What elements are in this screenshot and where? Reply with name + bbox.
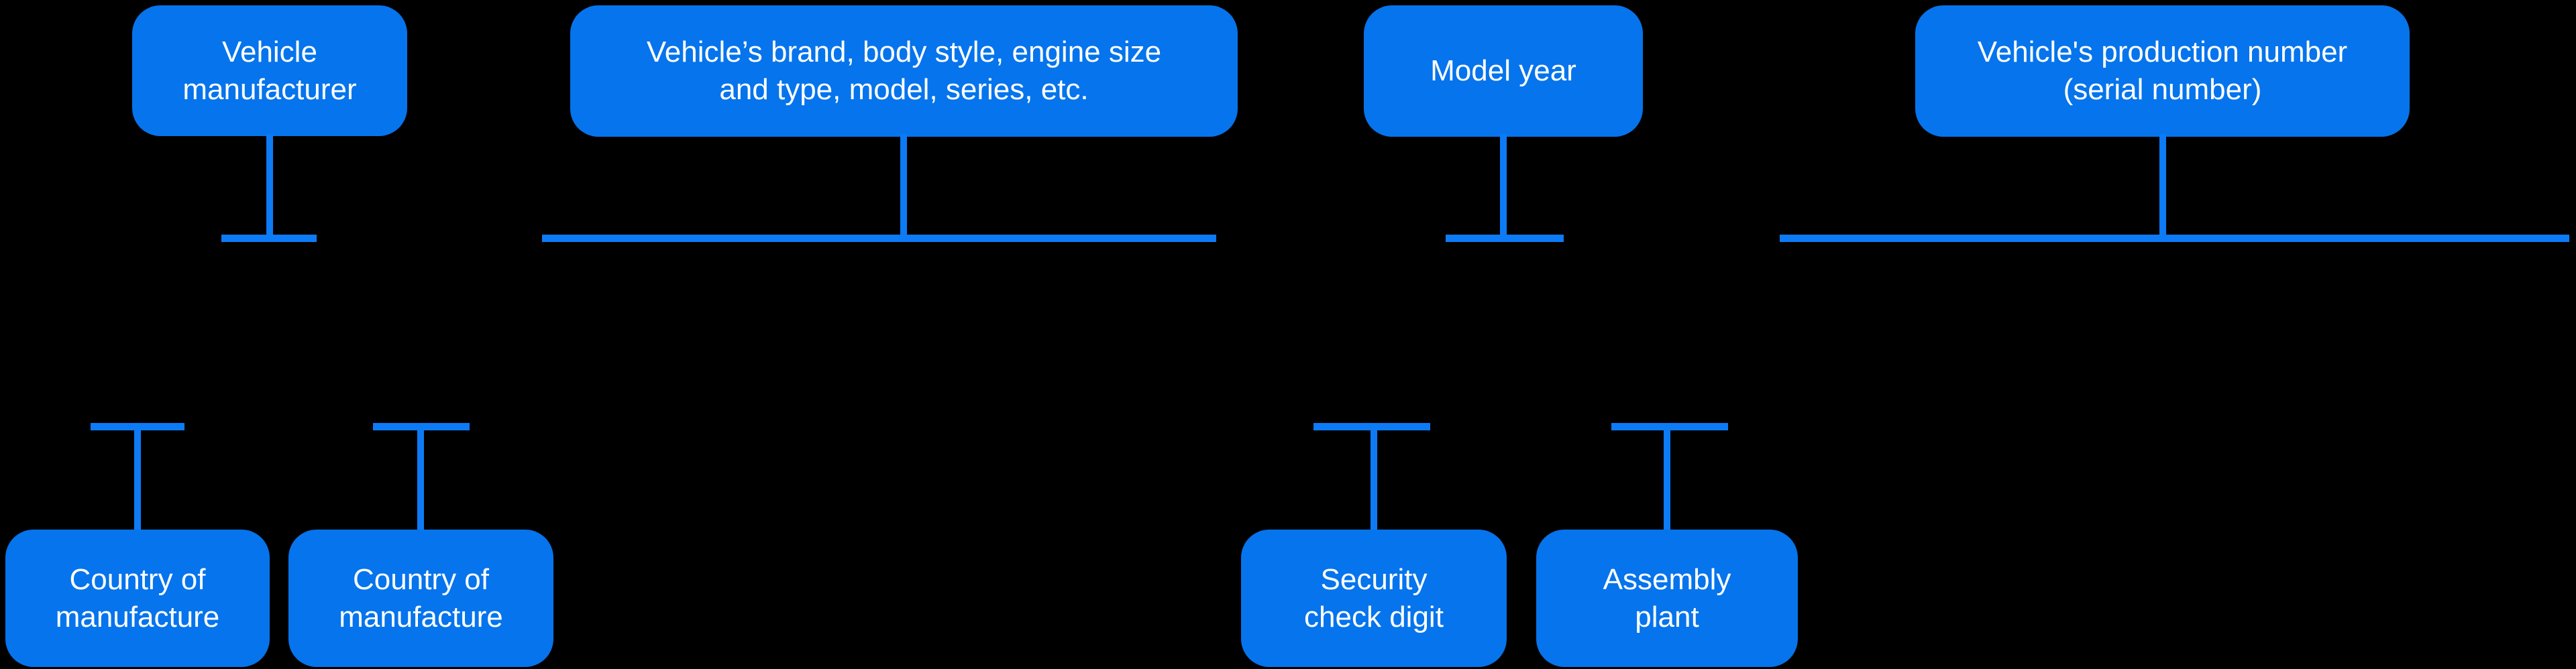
connector-stem-production-number [2159, 134, 2166, 242]
node-label: Vehicle's production number (serial numb… [1977, 36, 2348, 106]
node-production-number: Vehicle's production number (serial numb… [1915, 5, 2410, 137]
node-label: Assembly plant [1603, 562, 1731, 633]
node-country-of-manufacture-1: Country of manufacture [5, 530, 270, 667]
connector-bar-model-year [1446, 235, 1564, 242]
node-model-year: Model year [1364, 5, 1643, 137]
connector-stem-security-check-digit [1371, 423, 1377, 530]
node-assembly-plant: Assembly plant [1536, 530, 1798, 667]
node-label: Security check digit [1304, 562, 1444, 633]
connector-bar-vehicle-manufacturer [221, 235, 317, 242]
node-label: Model year [1430, 54, 1576, 88]
node-label: Country of manufacture [339, 562, 503, 633]
node-vehicle-manufacturer: Vehicle manufacturer [132, 5, 407, 136]
connector-stem-vehicle-manufacturer [266, 134, 273, 242]
node-label: Vehicle’s brand, body style, engine size… [646, 36, 1162, 106]
node-vehicle-attributes: Vehicle’s brand, body style, engine size… [570, 5, 1238, 137]
connector-stem-country-1 [134, 423, 141, 530]
connector-stem-vehicle-attributes [900, 134, 907, 242]
connector-stem-assembly-plant [1664, 423, 1670, 530]
node-country-of-manufacture-2: Country of manufacture [288, 530, 553, 667]
connector-bar-vehicle-attributes [542, 235, 1216, 242]
node-label: Country of manufacture [55, 562, 220, 633]
node-security-check-digit: Security check digit [1241, 530, 1507, 667]
connector-stem-model-year [1500, 134, 1507, 242]
node-label: Vehicle manufacturer [182, 35, 357, 106]
connector-stem-country-2 [417, 423, 424, 530]
connector-bar-production-number [1780, 235, 2569, 242]
